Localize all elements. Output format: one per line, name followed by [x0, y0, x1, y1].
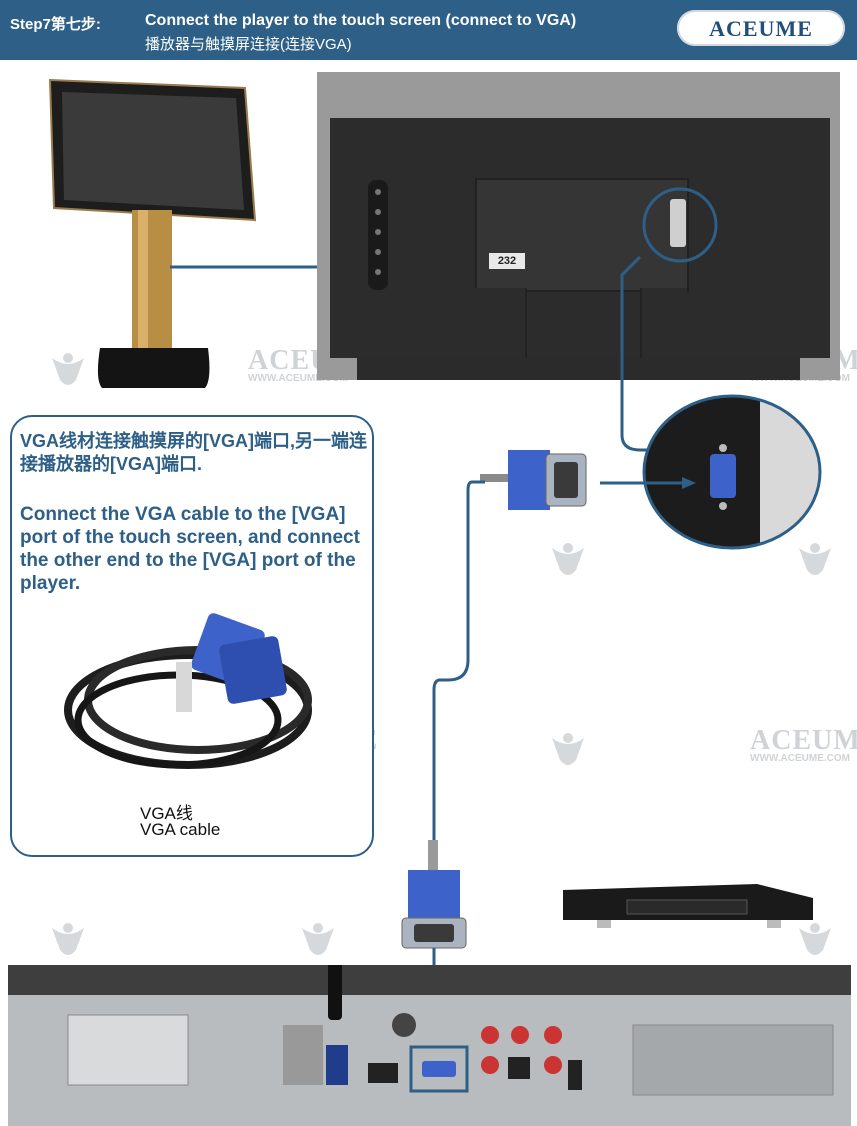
- rs232-label: 232: [489, 253, 525, 269]
- watermark-url: WWW.ACEUME.COM: [750, 753, 850, 764]
- page-title-chinese: 播放器与触摸屏连接(连接VGA): [145, 36, 352, 53]
- watermark-logo-icon: [552, 543, 584, 575]
- vga-port-highlight-circle: [642, 187, 718, 263]
- vga-cable-image: [64, 613, 312, 769]
- cable-label-english: VGA cable: [140, 820, 221, 839]
- panel-edge: [475, 288, 527, 358]
- panel-edge: [640, 288, 687, 358]
- player-rear-image: [8, 965, 851, 1126]
- watermark-url: WWW.ACEUME.COM: [248, 373, 348, 384]
- vga-connector-image: [480, 450, 587, 510]
- connector-line: [432, 480, 485, 855]
- page-title-english: Connect the player to the touch screen (…: [145, 12, 577, 29]
- instruction-chinese: VGA线材连接触摸屏的[VGA]端口,另一端连接播放器的[VGA]端口.: [20, 431, 367, 474]
- player-front-image: [563, 884, 813, 928]
- watermark-logo-icon: [552, 733, 584, 765]
- instruction-english: Connect the VGA cable to the [VGA] port …: [20, 504, 360, 594]
- vga-connector-image: [401, 840, 467, 949]
- touch-screen-stand-image: [48, 78, 257, 388]
- cable-label-chinese: VGA线: [140, 804, 193, 823]
- arrow-to-port: [600, 477, 696, 489]
- watermark-logo-icon: [52, 353, 84, 385]
- connector-line: [620, 255, 680, 452]
- watermark-logo-icon: [52, 923, 84, 955]
- brand-logo: ACEUME: [677, 10, 845, 46]
- watermark-logo-icon: [799, 543, 831, 575]
- port-recess: [475, 178, 689, 292]
- step-label: Step7第七步:: [10, 16, 101, 33]
- button-strip: [368, 180, 388, 290]
- connector-line: [170, 265, 318, 269]
- brand-logo-text: ACEUME: [709, 16, 813, 41]
- watermark-logo-icon: [302, 923, 334, 955]
- instruction-box: [10, 415, 374, 857]
- watermark-brand: ACEUME: [750, 725, 857, 756]
- vga-port-zoom-image: [642, 394, 822, 550]
- watermark-logo-icon: [799, 923, 831, 955]
